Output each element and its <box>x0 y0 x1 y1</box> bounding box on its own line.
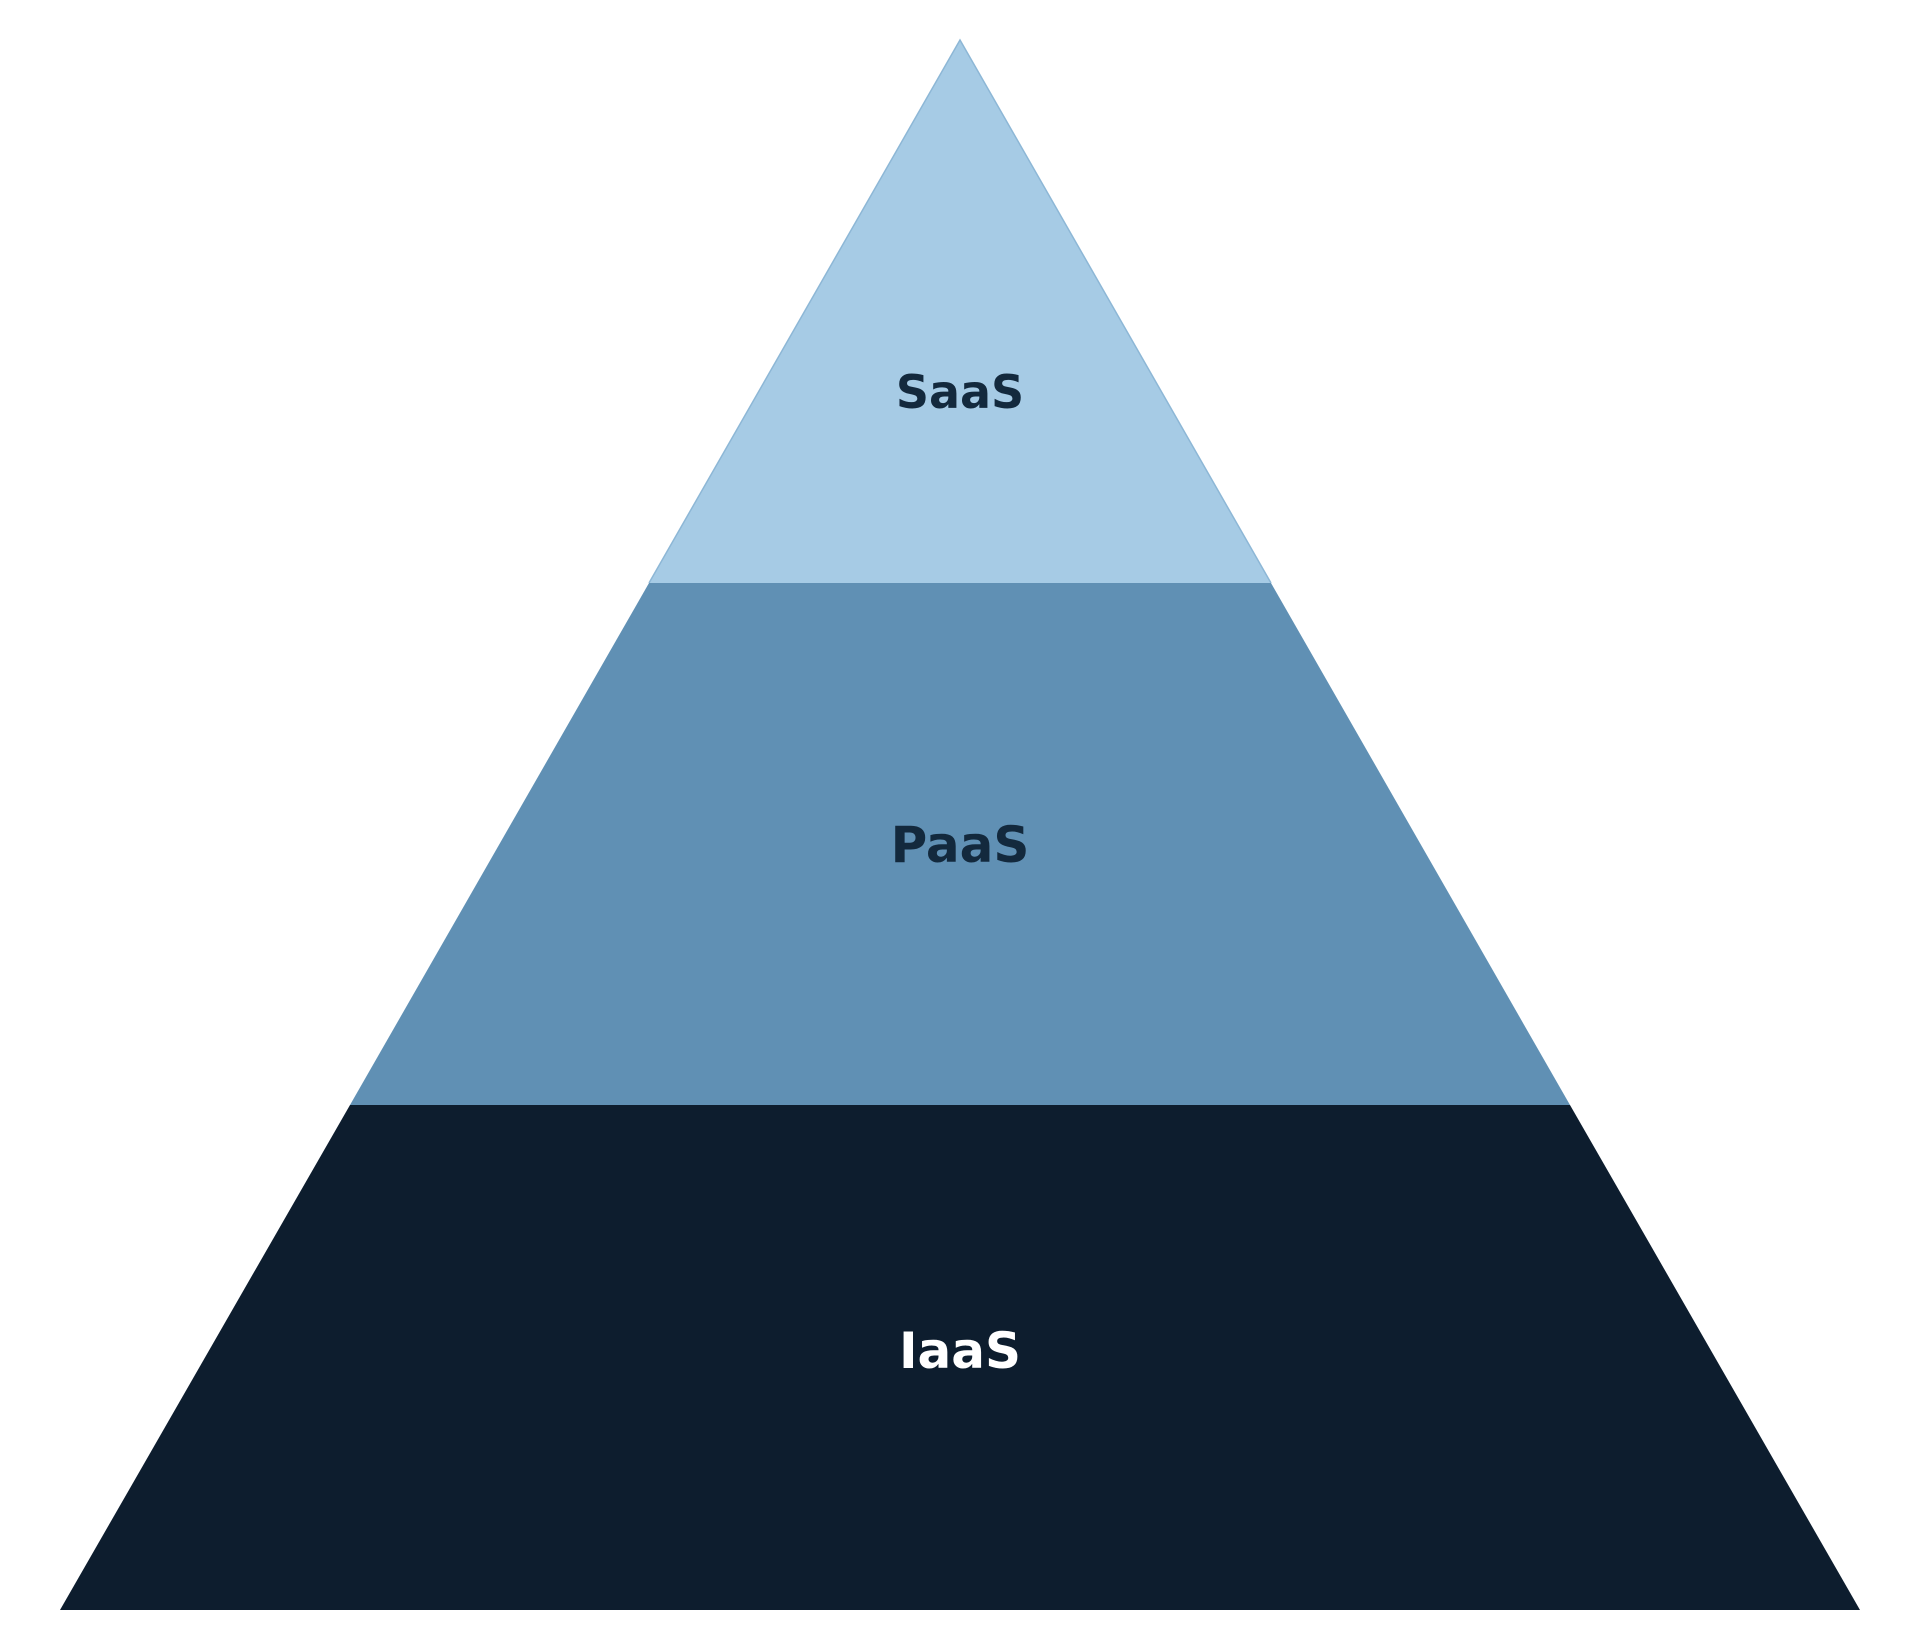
layer-label-iaas: IaaS <box>899 1322 1021 1380</box>
layer-label-paas: PaaS <box>891 816 1030 874</box>
pyramid-layer-iaas <box>60 1105 1860 1610</box>
pyramid-layer-saas-edge <box>648 38 1272 584</box>
pyramid-layer-saas <box>649 40 1271 583</box>
pyramid-layer-paas <box>350 583 1570 1105</box>
layer-label-saas: SaaS <box>896 365 1024 419</box>
